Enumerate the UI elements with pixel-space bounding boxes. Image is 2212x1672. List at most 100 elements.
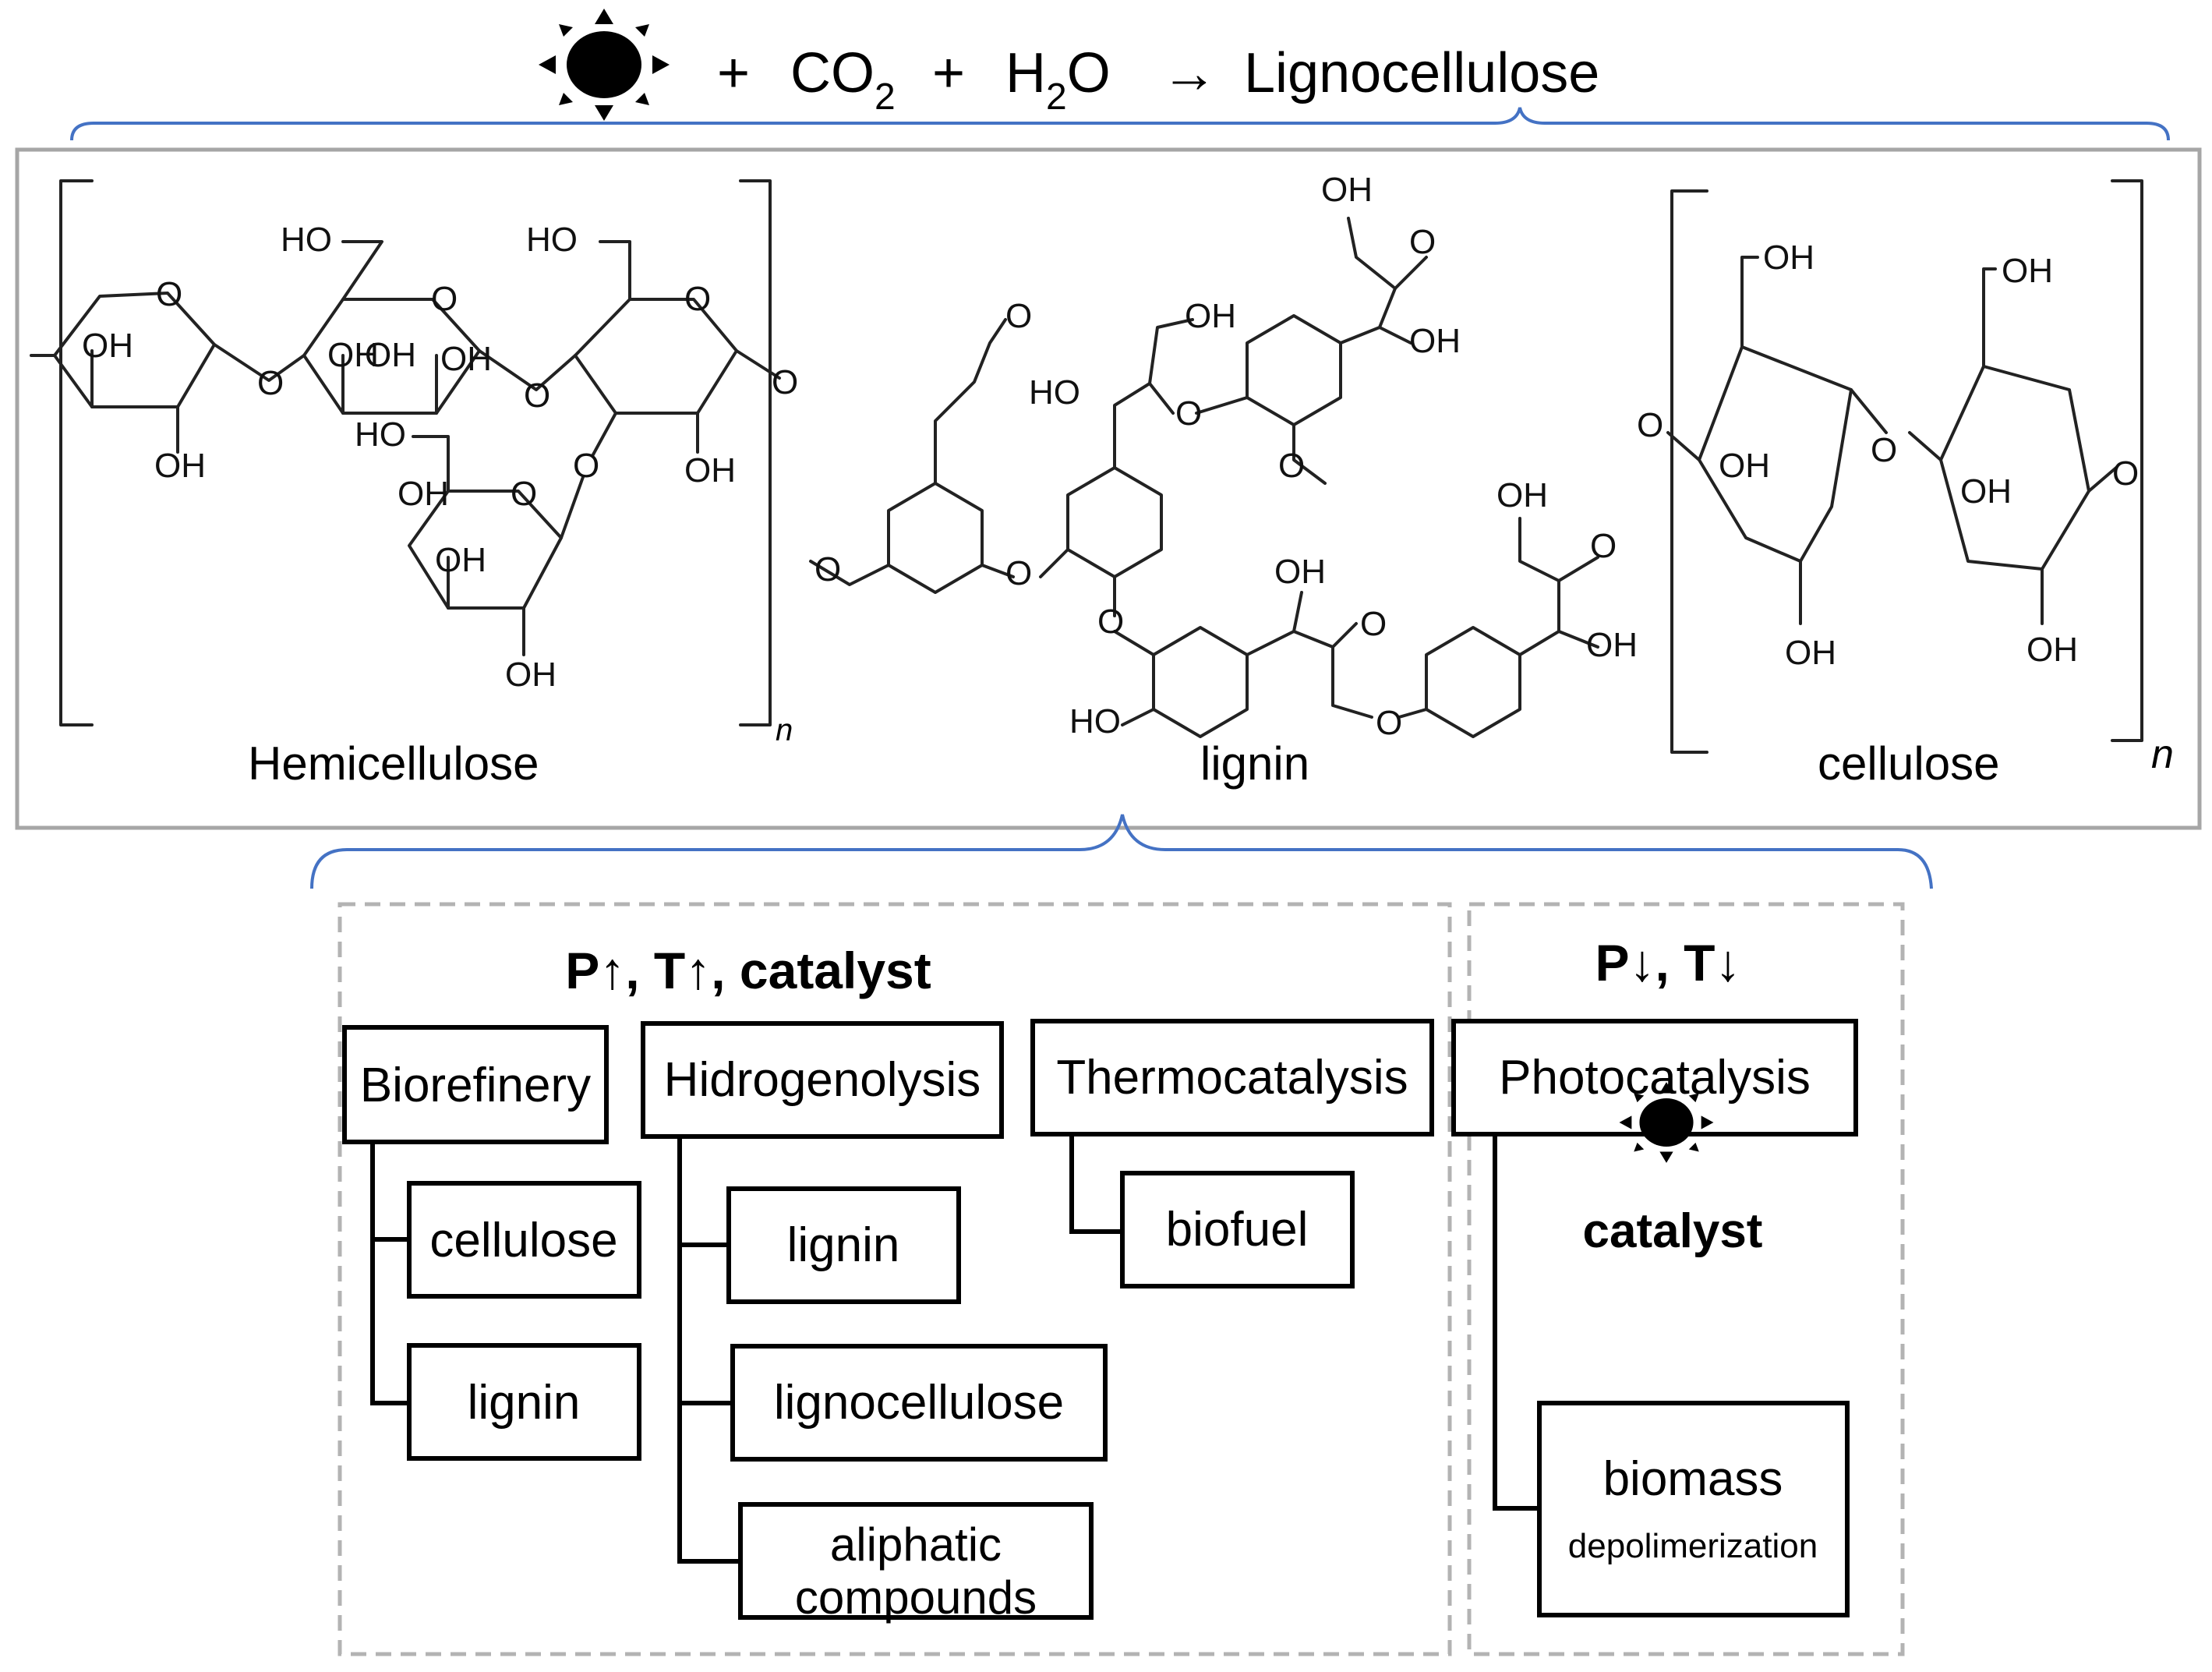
h2o-h: H (1005, 42, 1046, 104)
atom-oh: OH (1274, 553, 1326, 591)
atom-oh: OH (440, 340, 492, 378)
atom-o: O (772, 363, 798, 401)
cellulose-structure: OH OH OH OH OH OH O O O n cellulose (1637, 179, 2174, 790)
thermocatalysis-label: Thermocatalysis (1056, 1051, 1408, 1105)
left-bracket (59, 179, 94, 726)
thermocatalysis-column: Thermocatalysis biofuel (1030, 1019, 1434, 1288)
biorefinery-box (342, 1025, 609, 1144)
atom-o: O (1360, 605, 1387, 643)
atom-oh: OH (684, 451, 736, 490)
biofuel-box (1120, 1171, 1355, 1288)
atom-oh: OH (2002, 252, 2053, 290)
low-conditions-label: P↓, T↓ (1595, 934, 1740, 992)
atom-oh: OH (1719, 447, 1770, 485)
hidrogenolysis-label: Hidrogenolysis (664, 1053, 981, 1107)
atom-oh: OH (82, 327, 133, 365)
plus-sign: + (932, 42, 965, 104)
reaction-arrow: → (1161, 42, 1217, 104)
atom-oh: OH (154, 447, 206, 485)
atom-o: O (431, 280, 458, 318)
h2o-o: O (1067, 42, 1111, 104)
photocatalysis-label: Photocatalysis (1499, 1051, 1811, 1105)
atom-o: O (573, 447, 599, 485)
atom-o: O (511, 475, 537, 513)
atom-oh: OH (365, 336, 416, 374)
top-brace (70, 107, 2170, 141)
biomass-depolymerization-box (1537, 1401, 1850, 1617)
depolymerization-label: depolimerization (1568, 1527, 1818, 1565)
atom-oh: OH (1763, 239, 1814, 277)
h2o-formula: H2O (1005, 42, 1111, 118)
atom-o: O (524, 376, 550, 415)
cellulose-label: cellulose (1818, 737, 1999, 790)
aliphatic-line-1: aliphatic (830, 1518, 1002, 1571)
left-bracket (1670, 189, 1708, 754)
atom-oh: OH (398, 475, 449, 513)
atom-oh: OH (2026, 631, 2078, 669)
aliphatic-line-2: compounds (795, 1571, 1037, 1624)
atom-o: O (1637, 406, 1663, 444)
thermocatalysis-box (1030, 1019, 1434, 1136)
atom-oh: OH (1321, 171, 1373, 209)
hemicellulose-structure: O O O O O O O O HO HO HO OH OH OH OH OH … (30, 179, 798, 790)
sun-icon (539, 9, 670, 121)
biomass-label: biomass (1603, 1452, 1783, 1506)
atom-ho: HO (1029, 373, 1080, 412)
catalyst-label: catalyst (1583, 1204, 1763, 1258)
atom-o: O (1175, 394, 1202, 433)
atom-oh: OH (327, 336, 379, 374)
low-pressure-group (1467, 902, 1905, 1656)
right-bracket (739, 179, 772, 726)
atom-o: O (1097, 603, 1124, 641)
atom-oh: OH (505, 656, 557, 694)
biorefinery-label: Biorefinery (360, 1059, 591, 1112)
atom-oh: OH (1185, 297, 1236, 335)
aliphatic-compounds-box (738, 1502, 1094, 1620)
atom-o: O (1590, 527, 1617, 565)
lignin-label: lignin (1200, 737, 1309, 790)
atom-o: O (814, 550, 841, 589)
lignin-box (407, 1343, 641, 1461)
hemicellulose-label: Hemicellulose (248, 737, 539, 790)
cellulose-box (407, 1181, 641, 1299)
h2o-subscript: 2 (1046, 76, 1067, 118)
hidrogenolysis-column: Hidrogenolysis lignin lignocellulose ali… (641, 1021, 1108, 1624)
atom-ho: HO (526, 221, 578, 259)
co2-base: CO (790, 42, 875, 104)
atom-o: O (1871, 431, 1897, 469)
high-pressure-group (337, 902, 1452, 1656)
cellulose-product-label: cellulose (429, 1214, 617, 1267)
atom-o: O (684, 280, 711, 318)
lignin-structure: O O O O O O O O O O OH OH OH OH OH OH HO… (809, 171, 1638, 790)
atom-o: O (1005, 297, 1032, 335)
atom-oh: OH (435, 541, 486, 579)
atom-ho: HO (355, 415, 406, 454)
biorefinery-column: Biorefinery cellulose lignin (342, 1025, 641, 1461)
atom-o: O (2112, 454, 2139, 493)
right-bracket (2111, 179, 2143, 742)
atom-oh: OH (1496, 476, 1548, 514)
photocatalysis-column: Photocatalysis catalyst biomass depolime… (1451, 1019, 1858, 1617)
lignin-product-label: lignin (468, 1376, 581, 1430)
co2-subscript: 2 (875, 76, 896, 118)
atom-o: O (156, 275, 182, 313)
atom-o: O (1005, 554, 1032, 592)
atom-oh: OH (1586, 626, 1638, 664)
co2-formula: CO2 (790, 42, 896, 118)
atom-ho: HO (1069, 702, 1121, 741)
atom-o: O (1409, 223, 1436, 261)
lignin-product-label: lignin (787, 1218, 900, 1272)
repeat-n: n (2151, 732, 2174, 777)
lignocellulose-product-label: lignocellulose (774, 1376, 1064, 1430)
high-conditions-label: P↑, T↑, catalyst (565, 942, 931, 999)
biofuel-product-label: biofuel (1166, 1203, 1309, 1257)
lignin-box (726, 1186, 961, 1304)
middle-brace (310, 814, 1933, 889)
atom-oh: OH (1409, 322, 1461, 360)
atom-oh: OH (1960, 472, 2012, 511)
plus-sign: + (717, 42, 750, 104)
atom-o: O (1376, 704, 1402, 742)
atom-oh: OH (1785, 634, 1836, 672)
